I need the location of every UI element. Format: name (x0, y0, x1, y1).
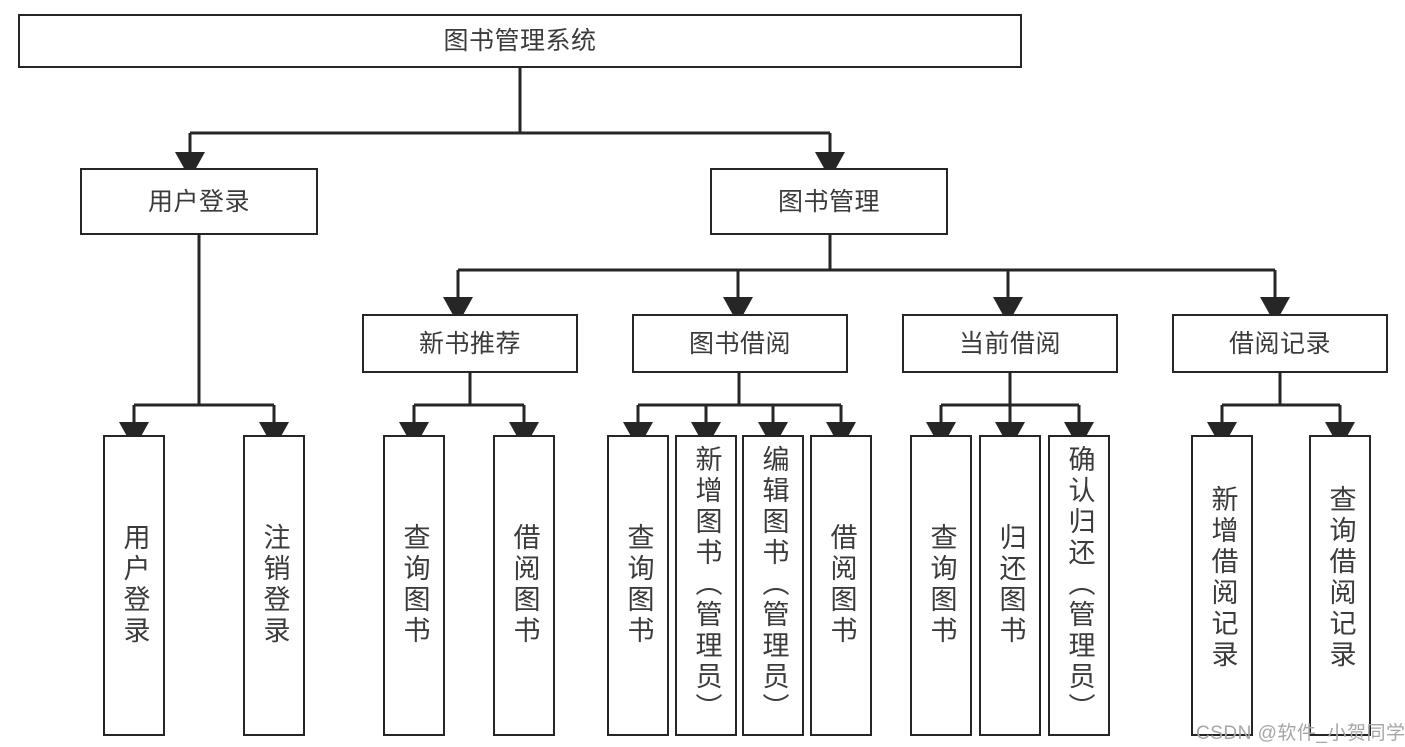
node-leaf-borrow-book-1-label: 借阅图书 (509, 523, 540, 647)
node-root-label: 图书管理系统 (443, 27, 597, 55)
node-leaf-confirm-return[interactable]: 确认归还（管理员） (1048, 435, 1110, 736)
node-leaf-query-book-3-label: 查询图书 (926, 523, 957, 647)
node-borrow-record[interactable]: 借阅记录 (1172, 314, 1388, 373)
node-root[interactable]: 图书管理系统 (18, 14, 1022, 68)
node-leaf-return-book[interactable]: 归还图书 (979, 435, 1041, 736)
node-current-borrow-label: 当前借阅 (958, 329, 1061, 358)
node-current-borrow[interactable]: 当前借阅 (902, 314, 1118, 373)
node-leaf-borrow-book-2[interactable]: 借阅图书 (810, 435, 872, 736)
node-leaf-user-login-label: 用户登录 (119, 523, 150, 647)
node-leaf-confirm-return-label: 确认归还（管理员） (1064, 445, 1095, 724)
node-leaf-query-book-2[interactable]: 查询图书 (607, 435, 669, 736)
node-leaf-query-record[interactable]: 查询借阅记录 (1309, 435, 1371, 736)
node-leaf-borrow-book-2-label: 借阅图书 (826, 523, 857, 647)
node-leaf-query-book-2-label: 查询图书 (623, 523, 654, 647)
csdn-watermark: CSDN @软件_小贺同学 (1196, 723, 1405, 744)
node-book-management[interactable]: 图书管理 (710, 168, 948, 235)
node-leaf-edit-book[interactable]: 编辑图书（管理员） (742, 435, 804, 736)
node-book-borrow[interactable]: 图书借阅 (632, 314, 848, 373)
node-leaf-add-record-label: 新增借阅记录 (1207, 485, 1238, 671)
node-new-book-recommend[interactable]: 新书推荐 (362, 314, 578, 373)
node-leaf-add-book-label: 新增图书（管理员） (691, 445, 722, 724)
node-leaf-user-logout-label: 注销登录 (259, 523, 290, 647)
node-user-login[interactable]: 用户登录 (80, 168, 318, 235)
node-leaf-borrow-book-1[interactable]: 借阅图书 (493, 435, 555, 736)
node-leaf-user-login[interactable]: 用户登录 (103, 435, 165, 736)
node-leaf-user-logout[interactable]: 注销登录 (243, 435, 305, 736)
node-book-borrow-label: 图书借阅 (688, 329, 791, 358)
node-new-book-recommend-label: 新书推荐 (418, 329, 521, 358)
node-leaf-add-record[interactable]: 新增借阅记录 (1191, 435, 1253, 736)
node-leaf-query-book-1-label: 查询图书 (399, 523, 430, 647)
node-leaf-return-book-label: 归还图书 (995, 523, 1026, 647)
node-borrow-record-label: 借阅记录 (1228, 329, 1331, 358)
node-leaf-query-book-3[interactable]: 查询图书 (910, 435, 972, 736)
node-user-login-label: 用户登录 (147, 187, 250, 216)
node-leaf-edit-book-label: 编辑图书（管理员） (758, 445, 789, 724)
node-leaf-query-record-label: 查询借阅记录 (1325, 485, 1356, 671)
node-book-management-label: 图书管理 (777, 187, 880, 216)
node-leaf-add-book[interactable]: 新增图书（管理员） (675, 435, 737, 736)
node-leaf-query-book-1[interactable]: 查询图书 (383, 435, 445, 736)
